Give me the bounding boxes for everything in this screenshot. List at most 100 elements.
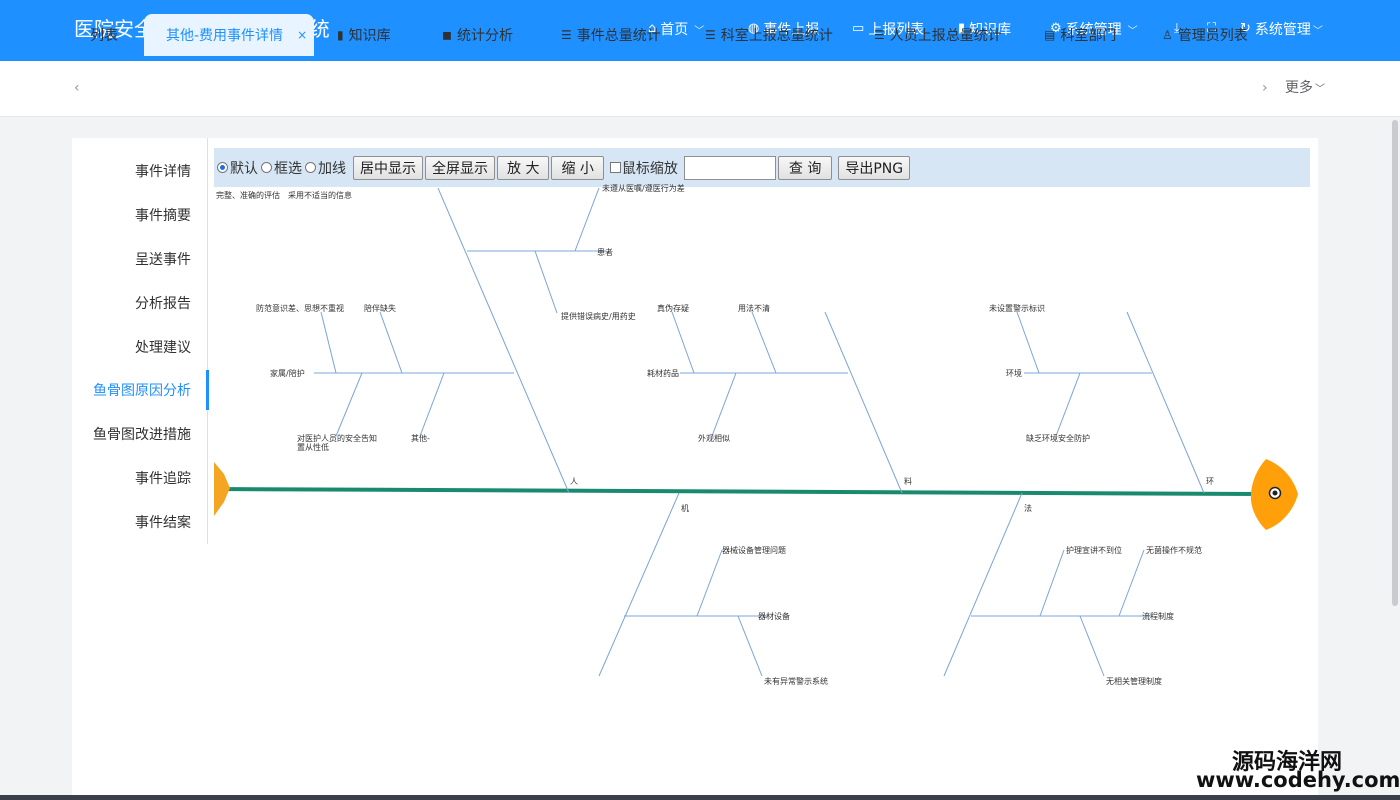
menu-active-indicator (206, 370, 209, 410)
radio-dot (305, 162, 316, 173)
tab-person-total[interactable]: ☰ 人员上报总量统计 (874, 28, 1002, 44)
nav-report-event[interactable]: ◍ 事件上报 (748, 21, 820, 39)
mouse-zoom-checkbox[interactable]: 鼠标缩放 (609, 158, 678, 178)
category-people[interactable]: 人 (570, 477, 578, 486)
cause-label[interactable]: 未设置警示标识 (989, 304, 1045, 313)
chevron-down-icon: ﹀ (694, 25, 705, 37)
tab-departments[interactable]: ▤ 科室部门 (1044, 28, 1117, 44)
watermark-url: www.codehy.com (1196, 768, 1400, 792)
tab-admin-list[interactable]: ♙ 管理员列表 (1162, 28, 1248, 44)
attachment-icon: ◍ (748, 21, 760, 36)
content-panel: 事件详情 事件摘要 呈送事件 分析报告 处理建议 鱼骨图原因分析 鱼骨图改进措施… (72, 138, 1318, 800)
category-environment[interactable]: 环 (1206, 477, 1214, 486)
tab-statistics[interactable]: ◼ 统计分析 (442, 28, 513, 44)
cause-label[interactable]: 采用不适当的信息 (288, 191, 352, 200)
refresh-icon: ↻ (1240, 21, 1251, 36)
menu-event-close[interactable]: 事件结案 (135, 515, 191, 531)
nav-system-admin[interactable]: ⚙ 系统管理 ﹀ (1050, 21, 1138, 39)
center-display-button[interactable]: 居中显示 (353, 155, 423, 180)
diagram-toolbar: 默认 框选 加线 居中显示 全屏显示 放 大 缩 小 鼠标缩放 查 询 导出PN… (214, 148, 1310, 187)
tab-event-total[interactable]: ☰ 事件总量统计 (561, 28, 661, 44)
cause-label[interactable]: 护理宣讲不到位 (1066, 546, 1122, 555)
fishbone-tail (214, 462, 230, 516)
fishbone-spine (214, 487, 1259, 496)
radio-add-line[interactable]: 加线 (305, 158, 346, 178)
menu-event-summary[interactable]: 事件摘要 (135, 208, 191, 224)
chevron-left-icon[interactable]: ‹ (74, 80, 80, 96)
fullscreen-button[interactable]: ⛶ (1207, 18, 1220, 40)
fishbone-eye-pupil (1272, 490, 1278, 496)
menu-handling-advice[interactable]: 处理建议 (135, 340, 191, 356)
cause-label[interactable]: 用法不清 (738, 304, 770, 313)
cause-label[interactable]: 器械设备管理问题 (722, 546, 786, 555)
cause-label[interactable]: 未有异常警示系统 (764, 677, 828, 686)
book-icon: ▮ (337, 28, 344, 42)
cause-label[interactable]: 其他- (411, 434, 430, 443)
zoom-in-button[interactable]: 放 大 (497, 155, 550, 180)
cause-label[interactable]: 器材设备 (758, 612, 790, 621)
nav-knowledge[interactable]: ▮ 知识库 (958, 21, 1012, 39)
cause-label[interactable]: 未遵从医嘱/遵医行为差 (602, 184, 685, 193)
radio-default[interactable]: 默认 (217, 158, 258, 178)
chevron-down-icon: ﹀ (1315, 83, 1325, 95)
list-icon: ☰ (561, 28, 572, 42)
cause-label[interactable]: 环境 (1006, 369, 1022, 378)
category-machine[interactable]: 机 (681, 504, 689, 513)
cause-label[interactable]: 流程制度 (1142, 612, 1174, 621)
close-icon[interactable]: × (297, 28, 308, 42)
chevron-right-icon[interactable]: › (1262, 80, 1268, 96)
book-icon: ▮ (958, 21, 966, 36)
page-scrollbar-thumb[interactable] (1392, 120, 1398, 606)
fishbone-branches (314, 188, 1205, 677)
tabs-more[interactable]: 更多 ﹀ (1285, 80, 1325, 96)
side-menu: 事件详情 事件摘要 呈送事件 分析报告 处理建议 鱼骨图原因分析 鱼骨图改进措施… (72, 138, 209, 544)
gear-icon: ⚙ (1050, 21, 1062, 36)
monitor-icon: ▭ (852, 21, 865, 36)
cause-label[interactable]: 无相关管理制度 (1106, 677, 1162, 686)
tab-dept-total[interactable]: ☰ 科室上报总量统计 (705, 28, 833, 44)
nav-home[interactable]: ⌂ 首页 ﹀ (648, 21, 705, 39)
radio-dot (217, 162, 228, 173)
menu-analysis-report[interactable]: 分析报告 (135, 296, 191, 312)
download-button[interactable]: ⤓ (1174, 18, 1184, 40)
search-input[interactable] (683, 155, 776, 180)
cause-label[interactable]: 缺乏环境安全防护 (1026, 434, 1090, 443)
nav-report-list[interactable]: ▭ 上报列表 (852, 21, 925, 39)
cause-label[interactable]: 患者 (597, 248, 613, 257)
menu-event-detail[interactable]: 事件详情 (135, 164, 191, 180)
tab-list[interactable]: 列表 (90, 28, 118, 44)
cause-label[interactable]: 提供错误病史/用药史 (561, 312, 636, 321)
cause-label[interactable]: 无菌操作不规范 (1146, 546, 1202, 555)
cause-label[interactable]: 防范意识差、思想不重视 (256, 304, 344, 313)
cause-label[interactable]: 耗材药品 (647, 369, 679, 378)
fishbone-diagram[interactable]: 人 料 环 机 法 完整、准确的评估 采用不适当的信息 未遵从医嘱/遵医行为差 … (214, 184, 1310, 800)
radio-box-select[interactable]: 框选 (261, 158, 302, 178)
export-png-button[interactable]: 导出PNG (838, 155, 911, 180)
fullscreen-icon: ⛶ (1207, 21, 1217, 36)
chevron-down-icon: ﹀ (1312, 25, 1323, 37)
list-icon: ☰ (874, 28, 885, 42)
menu-event-tracking[interactable]: 事件追踪 (135, 471, 191, 487)
cause-label[interactable]: 陪伴缺失 (364, 304, 396, 313)
menu-submit-event[interactable]: 呈送事件 (135, 252, 191, 268)
menu-fishbone-improve[interactable]: 鱼骨图改进措施 (93, 427, 191, 443)
user-menu[interactable]: ↻ 系统管理 ﹀ (1240, 21, 1323, 39)
cause-label[interactable]: 完整、准确的评估 (216, 191, 280, 200)
cause-label[interactable]: 对医护人员的安全告知置从性低 (297, 434, 377, 452)
query-button[interactable]: 查 询 (777, 155, 833, 180)
fullscreen-display-button[interactable]: 全屏显示 (425, 155, 495, 180)
tab-knowledge[interactable]: ▮ 知识库 (337, 28, 391, 44)
document-icon: ▤ (1044, 28, 1056, 42)
cause-label[interactable]: 家属/陪护 (270, 369, 305, 378)
menu-fishbone-cause[interactable]: 鱼骨图原因分析 (93, 383, 191, 399)
zoom-out-button[interactable]: 缩 小 (551, 155, 604, 180)
category-materials[interactable]: 料 (904, 477, 912, 486)
home-icon: ⌂ (648, 21, 657, 36)
checkbox-box (609, 162, 621, 173)
tab-expense-detail[interactable]: 其他-费用事件详情 × (144, 14, 314, 56)
cause-label[interactable]: 外观相似 (698, 434, 730, 443)
cause-label[interactable]: 真伪存疑 (657, 304, 689, 313)
category-method[interactable]: 法 (1024, 504, 1032, 513)
tabs-bar (0, 61, 1400, 117)
radio-dot (261, 162, 272, 173)
